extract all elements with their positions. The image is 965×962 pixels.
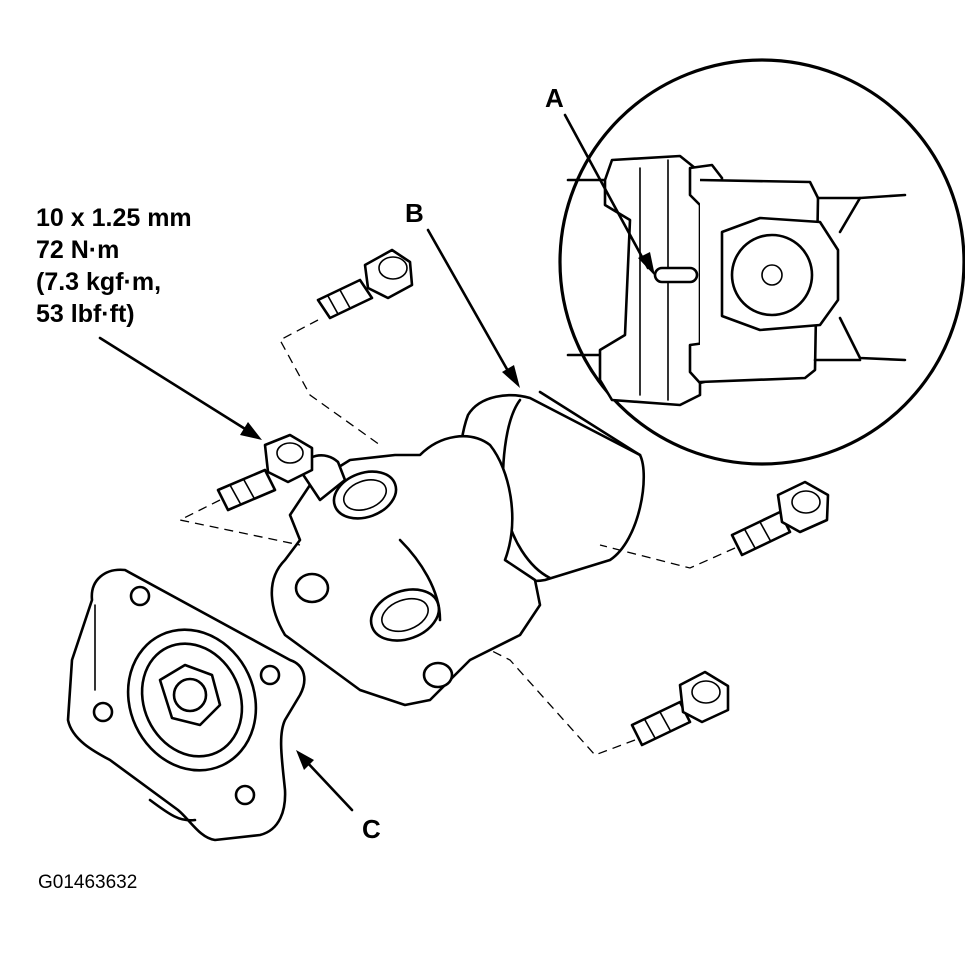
callout-c-label: C bbox=[362, 814, 381, 844]
leader-line-torque bbox=[98, 336, 252, 434]
leader-line-c bbox=[303, 758, 354, 812]
assembly-lines bbox=[178, 319, 736, 756]
bolt-left bbox=[216, 433, 314, 512]
callout-a-label: A bbox=[545, 83, 564, 113]
torque-spec-line3: (7.3 kgf·m, bbox=[36, 268, 161, 296]
torque-spec-line2: 72 N·m bbox=[36, 236, 119, 264]
callout-b-label: B bbox=[405, 198, 424, 228]
propeller-shaft bbox=[270, 390, 646, 707]
torque-spec-line4: 53 lbf·ft) bbox=[36, 300, 135, 328]
leader-line-a bbox=[563, 113, 650, 270]
bolt-upper-left bbox=[316, 248, 414, 320]
torque-spec-line1: 10 x 1.25 mm bbox=[36, 204, 192, 232]
bolt-lower-right bbox=[630, 670, 730, 747]
figure-id: G01463632 bbox=[38, 872, 137, 893]
differential-companion-flange bbox=[66, 568, 306, 842]
arrowhead-torque bbox=[240, 422, 262, 440]
arrowhead-b bbox=[502, 365, 520, 388]
arrowhead-a bbox=[638, 252, 655, 276]
detail-inset-view bbox=[558, 58, 965, 466]
leader-line-b bbox=[426, 228, 514, 380]
bolt-right bbox=[730, 480, 830, 557]
arrowhead-c bbox=[296, 750, 314, 770]
